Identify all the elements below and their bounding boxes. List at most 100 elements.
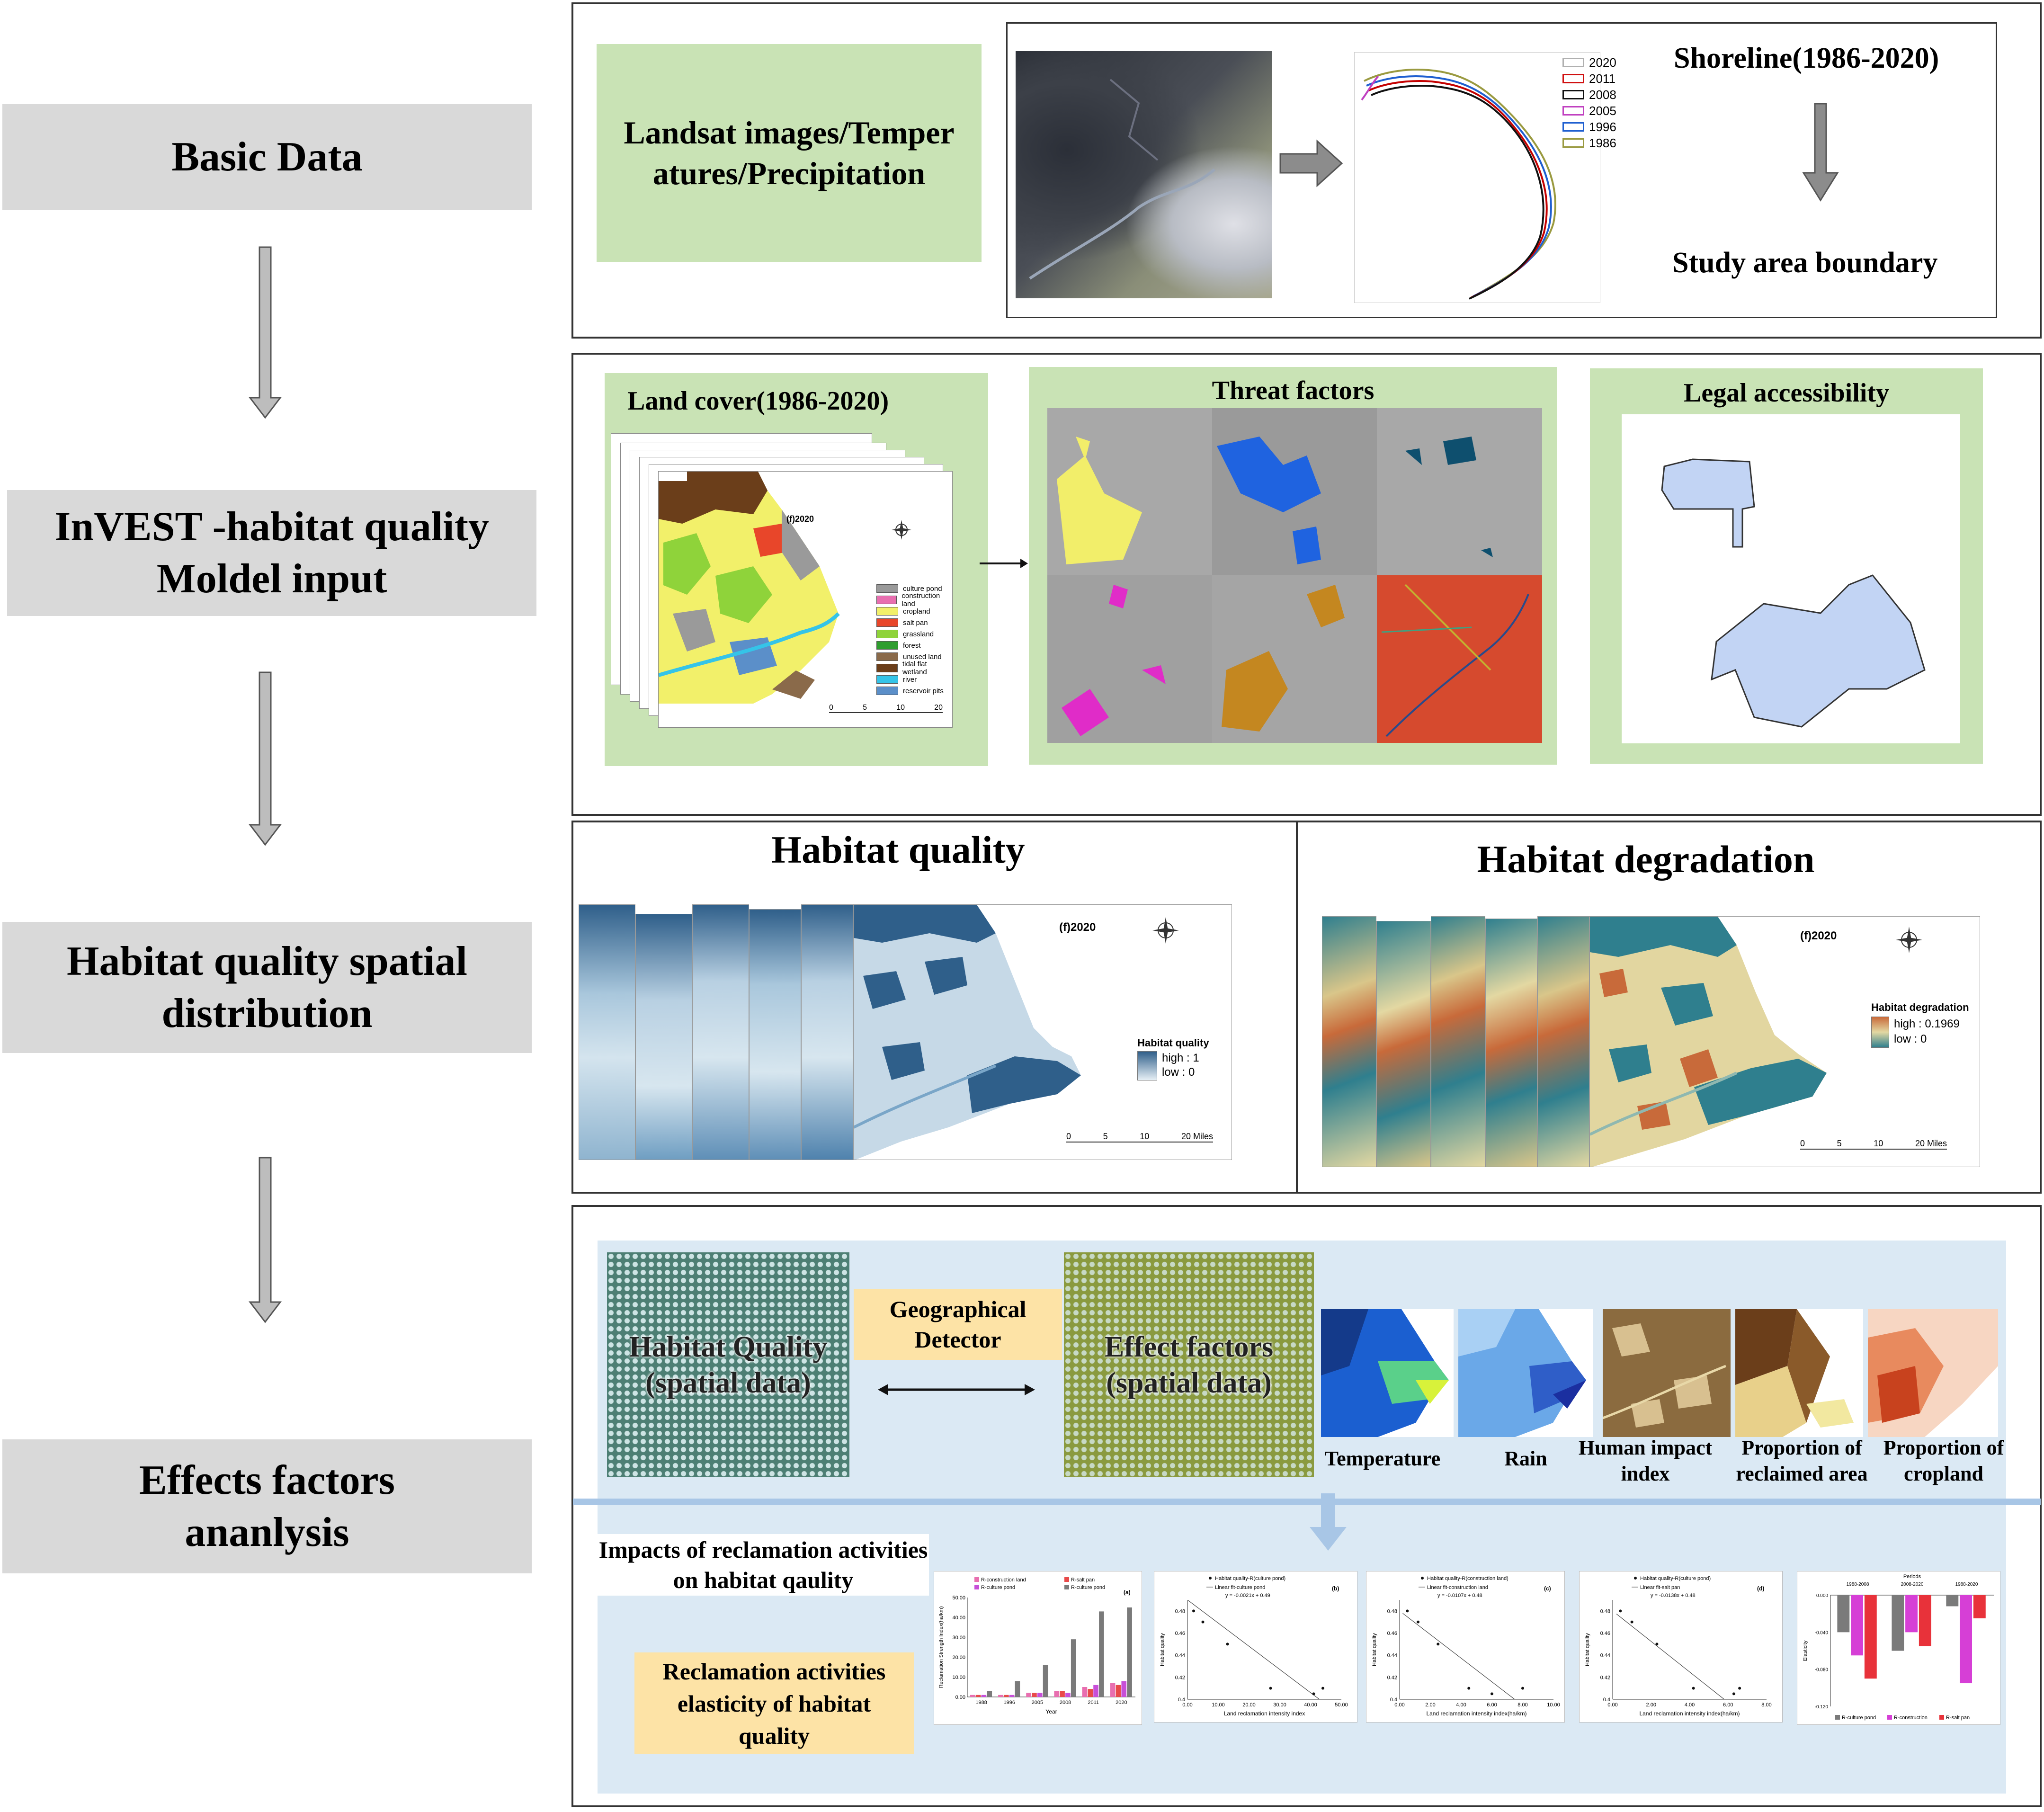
hd-map-page	[1322, 916, 1376, 1167]
bar	[1037, 1693, 1043, 1697]
effect-spatial-data: Effect factors (spatial data)	[1064, 1252, 1314, 1477]
legend-swatch	[876, 664, 898, 672]
bar	[1054, 1691, 1060, 1697]
hq-map-page	[749, 909, 801, 1160]
y-axis-label: Habitat quality	[1372, 1633, 1377, 1666]
stage-basic-data: Basic Data	[2, 104, 532, 210]
bar	[998, 1695, 1003, 1697]
bar	[1065, 1693, 1071, 1697]
legend-swatch	[876, 652, 898, 661]
x-tick-label: 6.00	[1487, 1702, 1497, 1708]
panel-label: (d)	[1757, 1585, 1764, 1592]
bar	[1082, 1687, 1088, 1697]
data-point	[1406, 1609, 1409, 1613]
bar	[1088, 1689, 1093, 1697]
stage-effects-analysis: Effects factors ananlysis	[2, 1439, 532, 1573]
bar	[1864, 1595, 1877, 1679]
y-tick-label: 0.42	[1600, 1675, 1610, 1680]
bar	[1043, 1665, 1048, 1697]
legend-swatch	[974, 1577, 979, 1582]
hq-map-page	[692, 904, 749, 1160]
x-axis-label: Land reclamation intensity index(ha/km)	[1639, 1710, 1740, 1717]
effect-spatial-label: Effect factors (spatial data)	[1104, 1330, 1274, 1399]
factor-temperature-map	[1321, 1309, 1454, 1437]
legend-swatch	[876, 687, 898, 695]
data-point	[1321, 1687, 1324, 1690]
legend-swatch	[1887, 1715, 1892, 1720]
hd-map-page	[1485, 919, 1537, 1167]
x-tick-label: 0.00	[1182, 1702, 1192, 1708]
legend-swatch	[1939, 1715, 1944, 1720]
data-point	[1630, 1620, 1633, 1624]
legend-marker	[1209, 1577, 1212, 1580]
legend-swatch	[876, 618, 898, 627]
bar	[1851, 1595, 1863, 1656]
y-tick-label: 0.42	[1175, 1675, 1185, 1680]
hq-map-front	[853, 904, 1232, 1160]
hq-spatial-label: Habitat Quality (spatial data)	[629, 1330, 828, 1399]
bar	[1032, 1693, 1037, 1697]
study-area-label: Study area boundary	[1672, 247, 1938, 279]
x-axis-label: Land reclamation intensity index	[1224, 1710, 1305, 1717]
bar	[1946, 1595, 1959, 1607]
data-point	[1692, 1687, 1695, 1690]
bar	[970, 1695, 975, 1697]
y-tick-label: 20.00	[952, 1655, 965, 1660]
habitat-quality-maps: (f)2020 Habitat quality high : 1 low : 0…	[579, 904, 1232, 1160]
down-arrow-icon	[248, 246, 282, 419]
y-tick-label: 0.46	[1175, 1631, 1185, 1636]
legend-label: Linear fit-culture pond	[1215, 1585, 1265, 1590]
stage-label: Habitat quality spatial distribution	[67, 938, 467, 1036]
legend-marker	[1421, 1577, 1424, 1580]
equation-label: y = -0.0138x + 0.48	[1651, 1593, 1696, 1598]
legend-swatch	[876, 596, 897, 604]
threat-map-grid	[1047, 408, 1542, 743]
data-point	[1312, 1692, 1315, 1696]
y-tick-label: 30.00	[952, 1635, 965, 1641]
stage-label: Effects factors ananlysis	[139, 1457, 395, 1555]
legend-swatch	[974, 1585, 979, 1589]
legend-swatch	[1562, 58, 1584, 67]
stage-spatial-distribution: Habitat quality spatial distribution	[2, 922, 532, 1053]
compass-icon	[1151, 916, 1180, 945]
legend-label: R-construction	[1894, 1715, 1928, 1721]
bar	[1973, 1595, 1986, 1618]
x-tick-label: 2008	[1060, 1700, 1071, 1705]
stage-model-input: InVEST -habitat quality Moldel input	[7, 490, 536, 616]
data-point	[1521, 1687, 1524, 1690]
y-axis-label: Habitat quality	[1160, 1633, 1165, 1666]
y-tick-label: 0.4	[1390, 1697, 1397, 1703]
data-point	[1738, 1687, 1741, 1690]
legend-swatch	[1835, 1715, 1840, 1720]
map-year-label: (f)2020	[1800, 929, 1837, 942]
double-arrow-icon	[878, 1384, 1035, 1395]
section-divider	[573, 1499, 2041, 1505]
shoreline-title: Shoreline(1986-2020)	[1674, 42, 1939, 74]
bar	[1093, 1685, 1098, 1697]
x-tick-label: 2020	[1116, 1700, 1127, 1705]
hq-map-page	[801, 904, 853, 1160]
panel-label: (c)	[1544, 1585, 1551, 1592]
y-tick-label: -0.080	[1815, 1668, 1829, 1673]
shoreline-legend: 2020 2011 2008 2005 1996 1986	[1562, 54, 1629, 151]
x-tick-label: 8.00	[1761, 1702, 1771, 1708]
legend-high: high : 0.1969	[1894, 1018, 1960, 1030]
hq-legend: Habitat quality high : 1 low : 0	[1137, 1037, 1209, 1080]
right-arrow-icon	[980, 559, 1028, 568]
fit-line	[1187, 1600, 1320, 1700]
legend-title: Habitat degradation	[1871, 1001, 1969, 1013]
y-tick-label: 0.46	[1387, 1631, 1397, 1636]
panel-label: (b)	[1332, 1585, 1339, 1592]
bar	[1960, 1595, 1972, 1684]
x-tick-label: 0.00	[1607, 1702, 1617, 1708]
y-tick-label: 0.4	[1178, 1697, 1185, 1703]
down-arrow-icon	[248, 1157, 282, 1323]
chart-title: Periods	[1903, 1574, 1921, 1580]
legend-swatch	[1562, 74, 1584, 83]
factor-reclaimed-area-map	[1735, 1309, 1863, 1437]
